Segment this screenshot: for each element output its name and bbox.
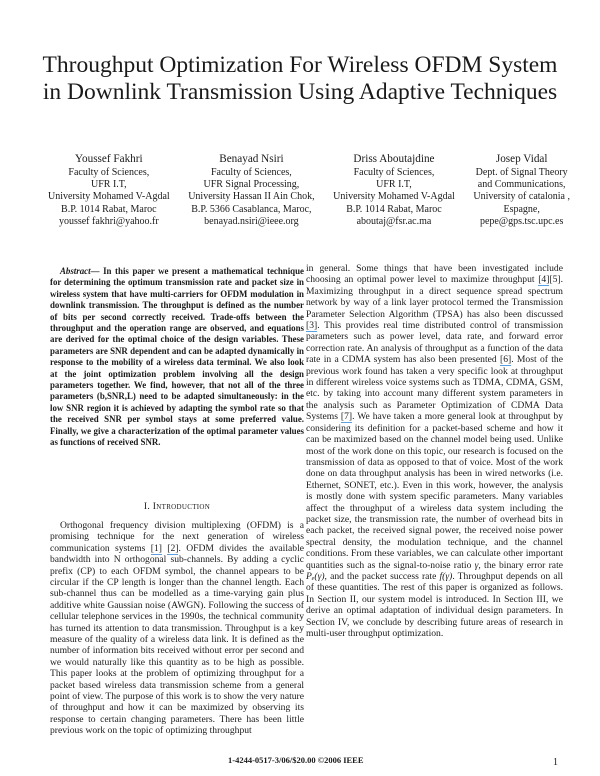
citation-link[interactable]: [1]	[150, 542, 162, 555]
affiliation-line: UFR I.T,	[91, 178, 127, 190]
affiliation-line: Faculty of Sciences,	[68, 166, 150, 178]
author-name: Driss Aboutajdine	[353, 153, 435, 165]
author-1: Youssef Fakhri Faculty of Sciences, UFR …	[48, 153, 170, 229]
citation-link[interactable]: [3]	[306, 320, 318, 333]
math-gamma: γ	[474, 559, 479, 571]
text-run: . Most of the previous work found has ta…	[306, 354, 563, 423]
section-heading-introduction: I. Introduction	[50, 501, 304, 512]
author-3: Driss Aboutajdine Faculty of Sciences, U…	[333, 153, 455, 229]
citation-link[interactable]: [7]	[340, 411, 353, 424]
text-run: in general. Some things that have been i…	[306, 263, 563, 286]
author-name: Josep Vidal	[495, 153, 548, 165]
affiliation-line: B.P. 1014 Rabat, Maroc	[346, 203, 442, 215]
text-run: . Maximizing throughput in a direct sequ…	[306, 274, 563, 320]
text-run: . This provides real time distributed co…	[306, 320, 563, 366]
author-email: aboutaj@fsr.ac.ma	[356, 216, 432, 228]
author-name: Youssef Fakhri	[75, 153, 143, 165]
affiliation-line: University Hassan II Ain Chok,	[188, 191, 315, 203]
abstract-label: Abstract	[60, 266, 91, 276]
text-run: Orthogonal frequency division multiplexi…	[50, 519, 304, 554]
affiliation-line: University Mohamed V-Agdal	[48, 191, 170, 203]
citation-link[interactable]: [6]	[500, 354, 512, 367]
affiliation-line: Espagne,	[503, 203, 540, 215]
left-column: Abstract— In this paper we present a mat…	[50, 266, 304, 737]
text-run: , the binary error rate	[478, 559, 563, 571]
affiliation-line: UFR I.T,	[376, 178, 412, 190]
affiliation-line: UFR Signal Processing,	[203, 178, 300, 190]
affiliation-line: and Communications,	[477, 178, 566, 190]
author-email: pepe@gps.tsc.upc.es	[479, 216, 564, 228]
affiliation-line: University Mohamed V-Agdal	[333, 191, 455, 203]
right-column: in general. Some things that have been i…	[306, 263, 563, 639]
affiliation-line: Dept. of Signal Theory	[475, 166, 568, 178]
author-4: Josep Vidal Dept. of Signal Theory and C…	[473, 153, 570, 229]
section-number: I.	[143, 500, 151, 512]
author-2: Benayad Nsiri Faculty of Sciences, UFR S…	[188, 153, 314, 229]
math-error-rate: Pₑ(γ)	[306, 570, 325, 582]
author-email: youssef fakhri@yahoo.fr	[58, 216, 159, 228]
text-run: . Throughput depends on all of these qua…	[306, 570, 563, 639]
text-run: . OFDM divides the available bandwidth i…	[50, 542, 304, 737]
affiliation-line: B.P. 1014 Rabat, Maroc	[61, 203, 157, 215]
section-title: Introduction	[152, 500, 211, 512]
copyright-footer: 1-4244-0517-3/06/$20.00 ©2006 IEEE	[228, 755, 364, 765]
abstract-dash: —	[90, 266, 104, 276]
text-run: . We have taken a more general look at t…	[306, 411, 563, 571]
citation-link[interactable]: [2]	[167, 542, 179, 555]
affiliation-line: University of catalonia ,	[473, 191, 570, 203]
text-run: , and the packet success rate	[324, 570, 440, 582]
page-number: 1	[553, 757, 558, 768]
author-name: Benayad Nsiri	[219, 153, 284, 165]
affiliation-line: B.P. 5366 Casablanca, Maroc,	[191, 203, 312, 215]
affiliation-line: Faculty of Sciences,	[353, 166, 435, 178]
author-block: Youssef Fakhri Faculty of Sciences, UFR …	[48, 153, 570, 229]
abstract: Abstract— In this paper we present a mat…	[50, 266, 304, 449]
affiliation-line: Faculty of Sciences,	[210, 166, 292, 178]
paper-title: Throughput Optimization For Wireless OFD…	[42, 52, 558, 105]
intro-paragraph: Orthogonal frequency division multiplexi…	[50, 520, 304, 737]
author-email: benayad.nsiri@ieee.org	[204, 216, 299, 228]
abstract-text: In this paper we present a mathematical …	[50, 266, 304, 448]
citation-link[interactable]: [4]	[538, 274, 550, 287]
math-success-rate: f(γ)	[439, 570, 453, 582]
intro-paragraph-continued: in general. Some things that have been i…	[306, 263, 563, 639]
citation-text: [5]	[549, 274, 561, 286]
